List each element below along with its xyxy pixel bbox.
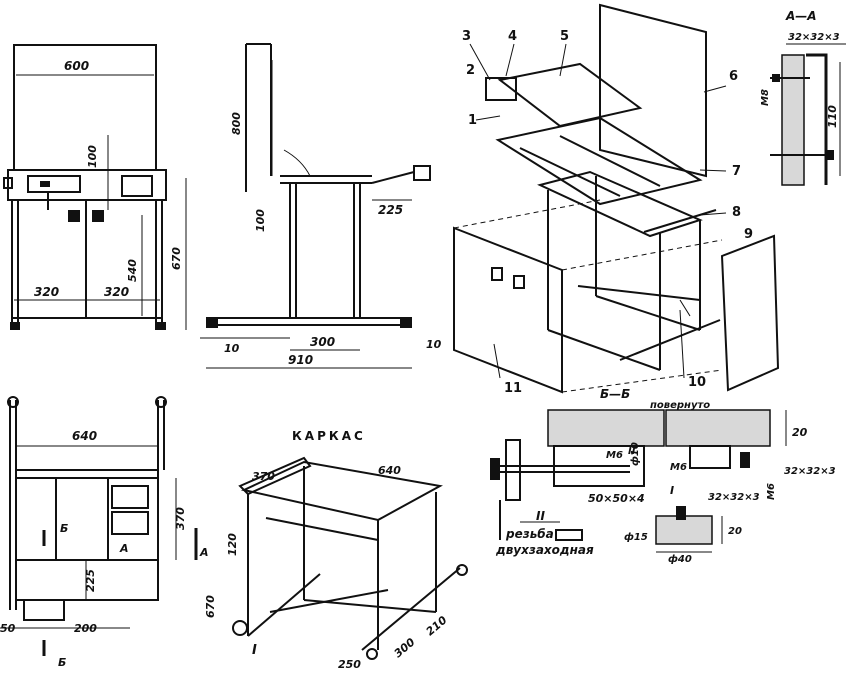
top-dim-225: 225	[84, 569, 97, 592]
frame-dim-670: 670	[204, 595, 217, 618]
side-angle-arc	[283, 149, 311, 177]
part-11: 11	[504, 381, 522, 396]
exploded-side-panel-11	[453, 226, 563, 394]
frame-dim-120: 120	[226, 533, 239, 556]
part-3: 3	[462, 29, 471, 44]
bb-angle2: 32×32×3	[708, 492, 760, 503]
front-dim-100: 100	[86, 145, 99, 168]
top-mark-a-right: А	[199, 546, 209, 559]
frame-dim-300: 300	[392, 635, 418, 660]
frame-view: КАРКАС 370 640 120 670 250 300 210 I	[204, 429, 468, 671]
part-7: 7	[732, 164, 741, 179]
exploded-backboard	[599, 3, 707, 178]
bb-phi10: ф10	[629, 442, 641, 466]
aa-dim-110: 110	[826, 105, 839, 128]
side-vise	[371, 171, 415, 184]
front-foot-left	[10, 322, 20, 330]
side-dim-800: 800	[230, 112, 243, 135]
part-9: 9	[744, 227, 753, 242]
frame-dim-210: 210	[424, 613, 450, 638]
part-2: 2	[466, 63, 475, 78]
side-dim-10-right: 10	[426, 338, 442, 351]
side-view: 800 100 225 10 300 10 910	[200, 43, 442, 369]
bb-m6c: М6	[766, 483, 777, 500]
part-1: 1	[468, 113, 477, 128]
aa-angle-iron	[806, 53, 828, 185]
front-dim-540: 540	[126, 259, 139, 282]
side-dim-300: 300	[310, 335, 335, 349]
bb-thread-text-1: резьба	[505, 527, 554, 541]
top-frame	[15, 469, 159, 601]
front-view: 600 100 540 670 320 320	[3, 44, 187, 330]
frame-dim-250: 250	[338, 658, 361, 671]
front-dim-320-left: 320	[34, 285, 59, 299]
front-dim-320-right: 320	[104, 285, 129, 299]
exploded-vise	[485, 77, 517, 101]
part-8: 8	[732, 205, 741, 220]
bb-thread-label: II	[536, 509, 545, 523]
front-dim-670: 670	[170, 247, 183, 270]
bb-tube-size: 50×50×4	[588, 492, 645, 505]
section-bb: Б—Б повернуто 20 М6 II ф10 М6 М6 32×32×3…	[490, 387, 836, 565]
aa-m8: М8	[760, 89, 771, 106]
top-dim-640: 640	[72, 429, 97, 443]
top-dim-200: 200	[74, 622, 97, 635]
bb-node-ii: II	[628, 446, 636, 457]
side-dim-100: 100	[254, 209, 267, 232]
exploded-tabletop-frame	[495, 116, 703, 206]
bb-wood-right	[665, 409, 771, 447]
bb-m6a: М6	[606, 450, 623, 461]
bb-phi15: ф15	[624, 531, 648, 543]
part-6: 6	[729, 69, 738, 84]
side-dim-225: 225	[378, 203, 403, 217]
front-drawer-right	[121, 175, 153, 197]
part-4: 4	[508, 29, 517, 44]
bb-m6b: М6	[670, 462, 687, 473]
section-aa: А—А 32×32×3 110 М8	[760, 9, 846, 186]
top-dim-370: 370	[174, 507, 187, 530]
bb-title: Б—Б	[600, 387, 630, 401]
bb-phi40: ф40	[668, 553, 692, 565]
frame-top	[240, 460, 443, 522]
front-vent-left	[68, 210, 80, 222]
front-vent-right	[92, 210, 104, 222]
top-mark-b-top: Б	[60, 522, 68, 535]
exploded-view: 3 4 5 2 1 6 7 8 9 10 11	[453, 3, 780, 396]
aa-wood-board	[781, 54, 805, 186]
front-dim-600: 600	[64, 59, 89, 73]
side-dim-910: 910	[288, 353, 313, 367]
bb-thread-text-2: двухзаходная	[495, 543, 594, 557]
bb-dim-20b: 20	[728, 526, 742, 537]
part-10: 10	[688, 375, 706, 390]
part-5: 5	[560, 29, 569, 44]
front-vise-block	[40, 181, 50, 187]
top-mark-a-left: А	[119, 542, 129, 555]
frame-node-i: I	[252, 643, 257, 658]
bb-rotated: повернуто	[650, 400, 710, 411]
top-mark-b-bottom: Б	[58, 656, 66, 669]
exploded-side-panel-9	[720, 234, 780, 392]
aa-angle: 32×32×3	[788, 32, 840, 43]
frame-dim-640: 640	[378, 464, 401, 477]
exploded-top-plate	[497, 62, 643, 128]
bb-angle1: 32×32×3	[784, 466, 836, 477]
aa-title: А—А	[785, 9, 817, 23]
front-foot-right	[156, 322, 166, 330]
bb-node-i: I	[670, 484, 674, 497]
side-dim-10-left: 10	[224, 342, 240, 355]
front-drawer-left	[27, 175, 81, 193]
bb-wood-left	[547, 409, 665, 447]
top-view: 640 370 225 50 200 Б Б А А	[0, 396, 209, 669]
front-vise-handle	[3, 177, 13, 189]
bb-dim-20a: 20	[792, 426, 808, 439]
frame-dim-370: 370	[252, 470, 275, 483]
bb-foot-detail	[655, 515, 713, 545]
top-dim-50: 50	[0, 622, 16, 635]
frame-title: КАРКАС	[292, 429, 366, 443]
